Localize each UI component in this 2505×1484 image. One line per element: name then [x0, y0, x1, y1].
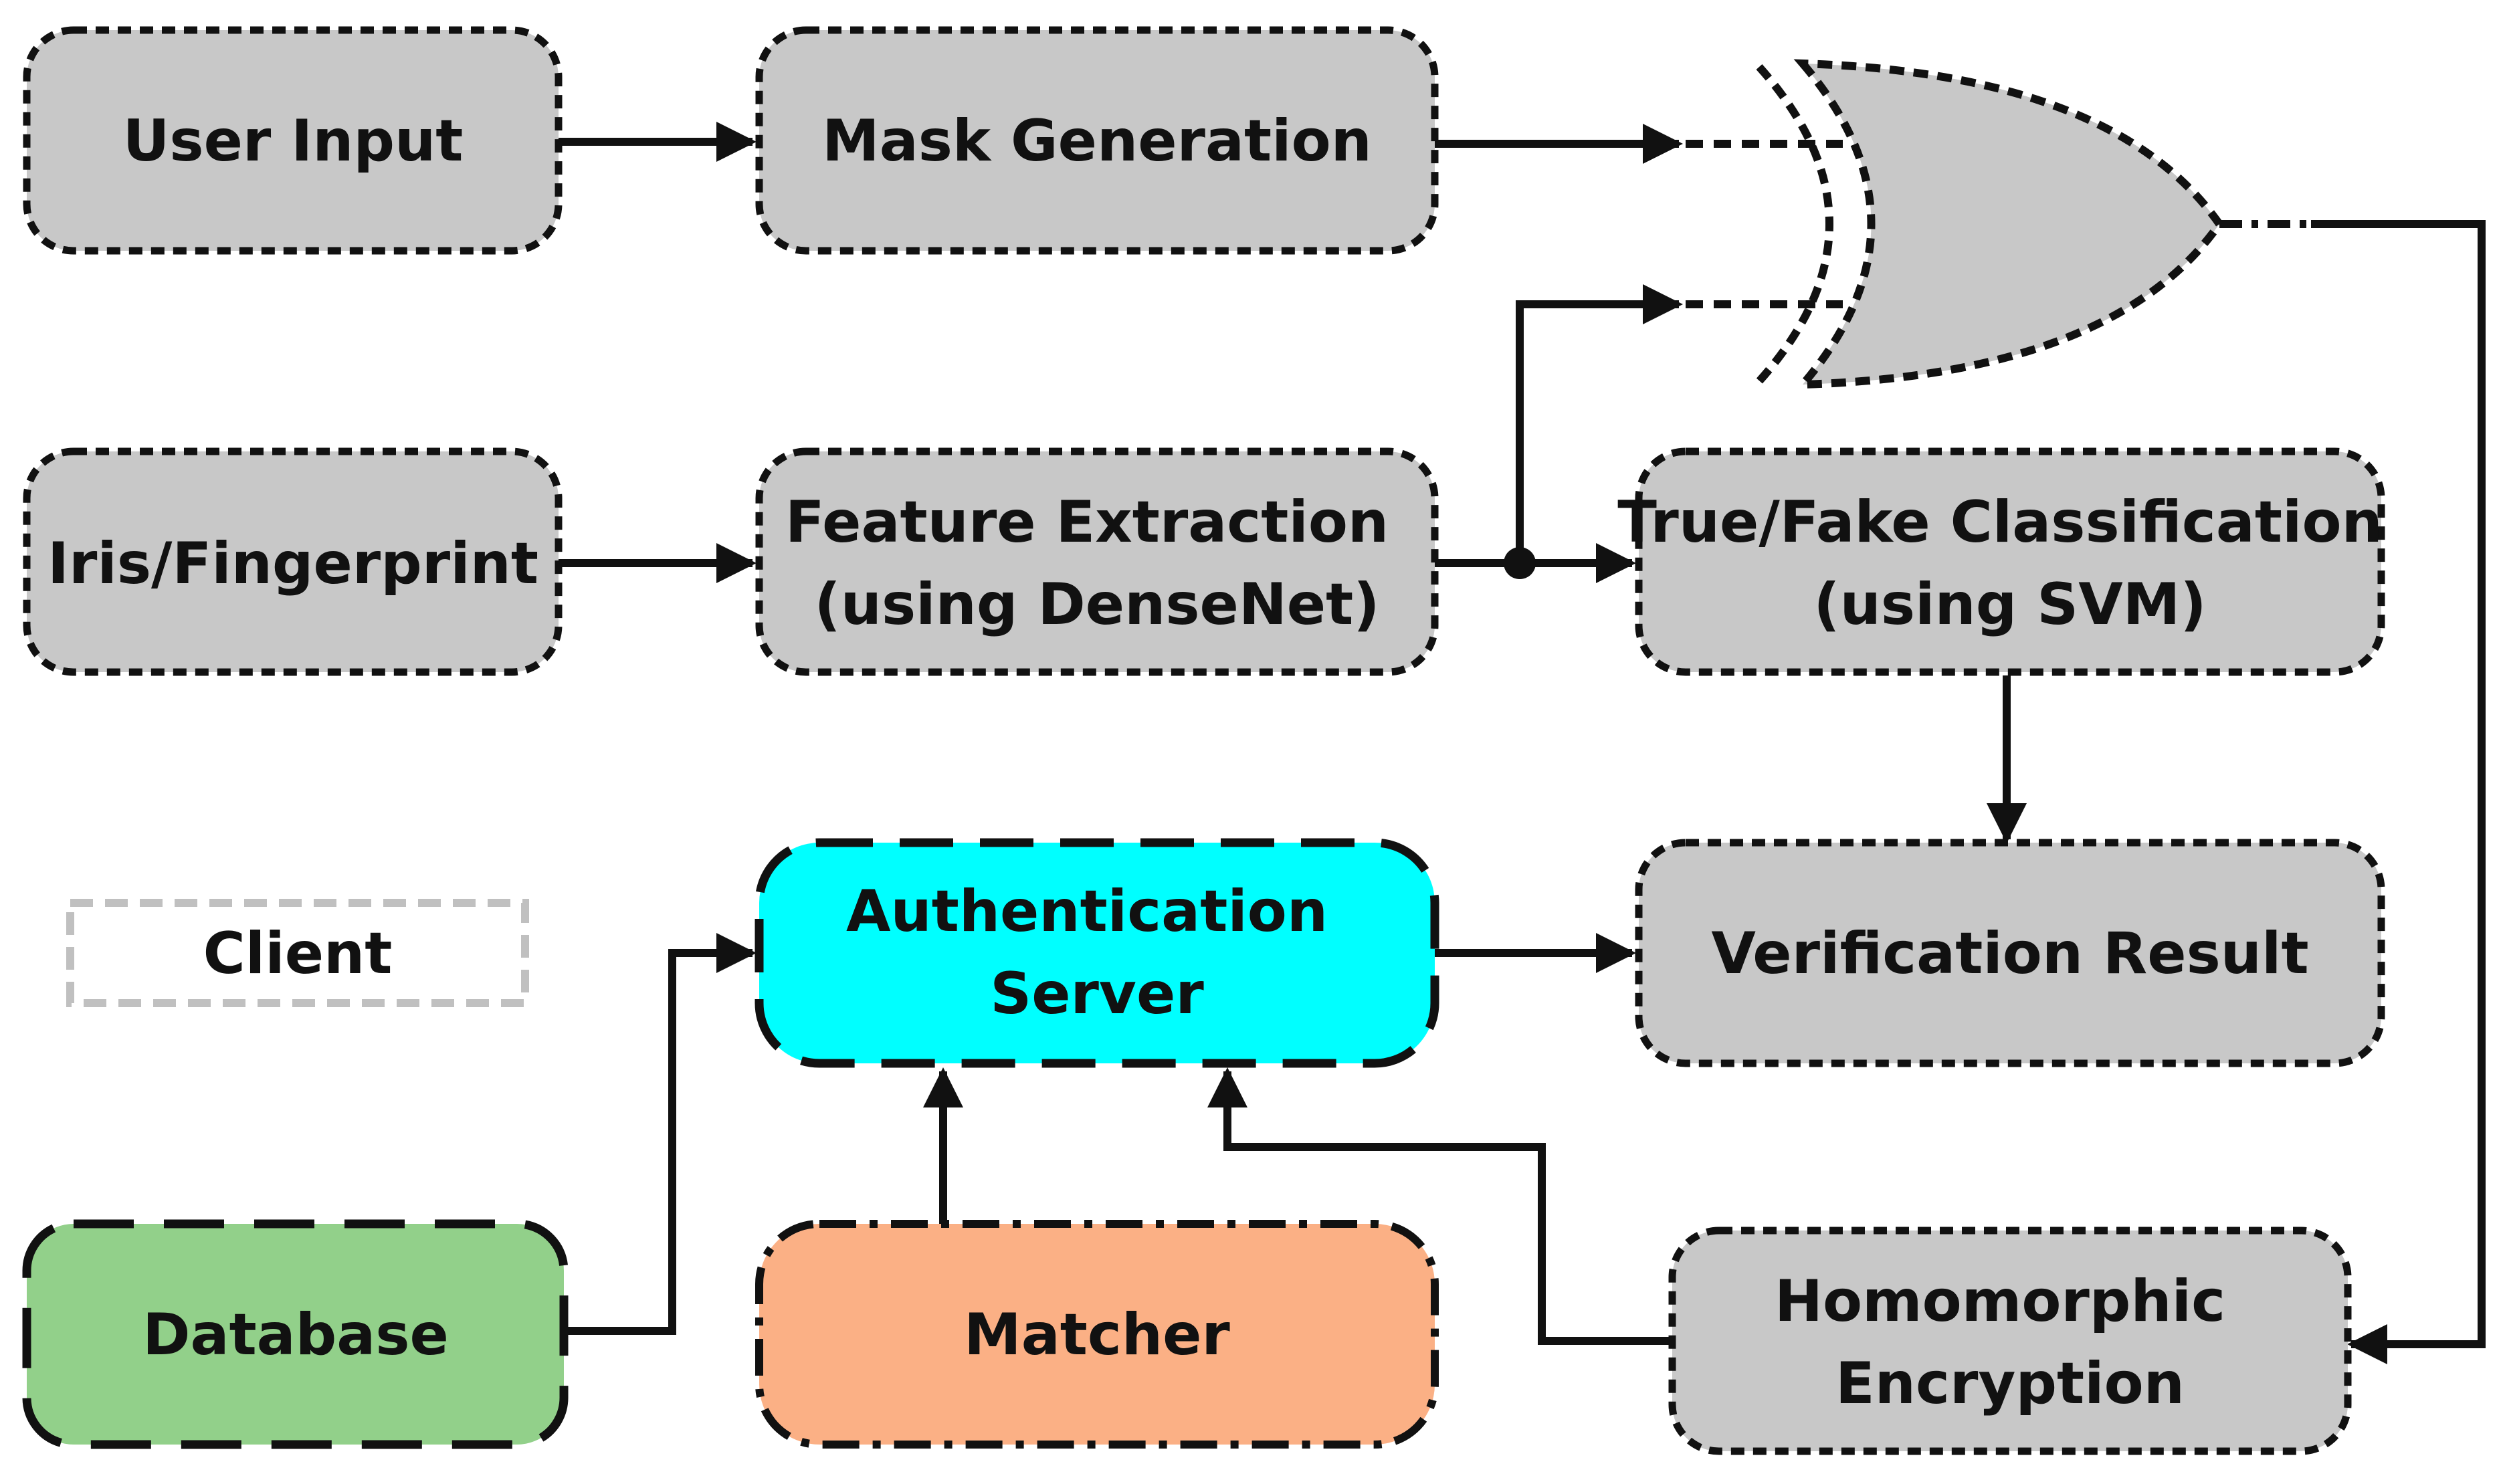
user-input-node: User Input [23, 26, 563, 255]
or-gate-body [1793, 59, 2225, 389]
junction-dot [1504, 547, 1536, 579]
verification-result-box [1635, 839, 2385, 1067]
matcher-node: Matcher [755, 1220, 1439, 1449]
connectors [559, 122, 2486, 1364]
svg-text:Feature Extraction (usin: Feature Extraction (using DenseNet) [785, 489, 1409, 638]
homomorphic-encryption-label-line2: Encryption [1835, 1350, 2185, 1417]
feature-extraction-label-line1: Feature Extraction [785, 489, 1389, 556]
or-gate [1756, 59, 2225, 389]
user-input-box [23, 26, 563, 255]
authentication-server-box [755, 838, 1439, 1068]
authentication-server-label-line1: Authentication [846, 878, 1328, 945]
svg-text:Iris/Fingerprint: Iris/Fingerprint [47, 530, 538, 597]
arrow-homomorphic-to-auth-server [1207, 1067, 1672, 1345]
true-fake-label-line1: True/Fake Classification [1617, 489, 2383, 556]
mask-generation-node: Mask Generation [755, 26, 1439, 255]
matcher-label: Matcher [964, 1301, 1230, 1368]
client-legend-box [66, 899, 529, 1007]
svg-text:Homomorphic Encryption: Homomorphic Encryption [1775, 1268, 2245, 1417]
true-fake-classification-node: True/Fake Classification (using SVM) [1617, 447, 2403, 676]
svg-text:Client: Client [203, 920, 393, 987]
matcher-box [755, 1220, 1439, 1449]
true-fake-classification-box [1635, 447, 2385, 676]
feature-extraction-node: Feature Extraction (using DenseNet) [755, 447, 1439, 676]
feature-extraction-box [755, 447, 1439, 676]
authentication-server-label-line2: Server [990, 960, 1204, 1027]
authentication-server-node: Authentication Server [755, 838, 1439, 1068]
homomorphic-encryption-box [1668, 1227, 2352, 1455]
iris-fingerprint-label: Iris/Fingerprint [47, 530, 538, 597]
arrow-feature-extraction-to-gate [1516, 284, 1683, 563]
verification-result-label: Verification Result [1711, 920, 2308, 987]
database-label: Database [142, 1301, 449, 1368]
feature-extraction-label-line2: (using DenseNet) [814, 571, 1379, 638]
svg-text:Database: Database [142, 1301, 449, 1368]
svg-text:Matcher: Matcher [964, 1301, 1230, 1368]
user-input-label: User Input [123, 108, 464, 175]
client-legend: Client [66, 899, 529, 1007]
homomorphic-encryption-label-line1: Homomorphic [1775, 1268, 2225, 1335]
mask-generation-box [755, 26, 1439, 255]
database-box [22, 1219, 569, 1449]
iris-fingerprint-node: Iris/Fingerprint [23, 447, 563, 676]
mask-generation-label: Mask Generation [822, 108, 1372, 175]
svg-text:User Input: User Input [123, 108, 464, 175]
or-gate-back-curve [1756, 64, 1833, 384]
arrow-database-to-auth-server [564, 933, 757, 1335]
svg-text:Authentication Server: Authentication Server [846, 878, 1348, 1027]
svg-text:True/Fake Classification: True/Fake Classification (using SVM) [1617, 489, 2403, 638]
iris-fingerprint-box [23, 447, 563, 676]
database-node: Database [22, 1219, 569, 1449]
svg-text:Mask Generation: Mask Generation [822, 108, 1372, 175]
homomorphic-encryption-node: Homomorphic Encryption [1668, 1227, 2352, 1455]
svg-text:Verification Result: Verification Result [1711, 920, 2308, 987]
true-fake-label-line2: (using SVM) [1813, 571, 2206, 638]
arrow-gate-to-homomorphic-encryption [2311, 220, 2486, 1364]
client-legend-label: Client [203, 920, 393, 987]
verification-result-node: Verification Result [1635, 839, 2385, 1067]
